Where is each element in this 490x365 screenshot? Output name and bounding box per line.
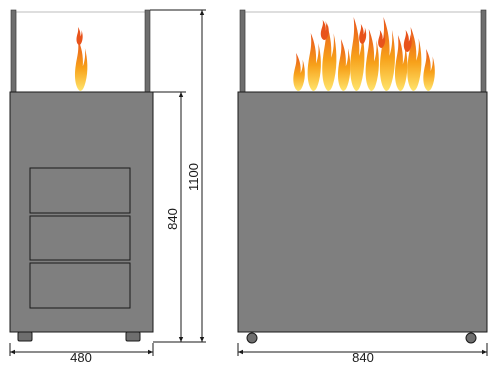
front-glass-post-left — [239, 9, 246, 93]
side-glass-post-left — [10, 9, 17, 93]
side-glass-post-right — [144, 9, 151, 93]
front-view: 840 — [237, 9, 488, 365]
side-view: 480 — [9, 9, 154, 365]
height-dimensions — [150, 9, 206, 343]
front-body — [237, 91, 488, 333]
front-width-label: 840 — [352, 350, 374, 365]
drawer-bottom — [29, 262, 131, 309]
side-width-label: 480 — [70, 350, 92, 365]
drawer-middle — [29, 215, 131, 261]
castor-right — [125, 331, 141, 342]
front-castor-left — [246, 332, 258, 344]
side-width-dimension — [9, 343, 154, 356]
total-height-label: 1100 — [186, 163, 201, 191]
front-width-dimension — [237, 343, 488, 356]
front-castor-right — [465, 332, 477, 344]
castor-left — [17, 331, 33, 342]
body-height-label: 840 — [165, 208, 180, 230]
drawer-top — [29, 167, 131, 214]
front-glass-post-right — [480, 9, 487, 93]
